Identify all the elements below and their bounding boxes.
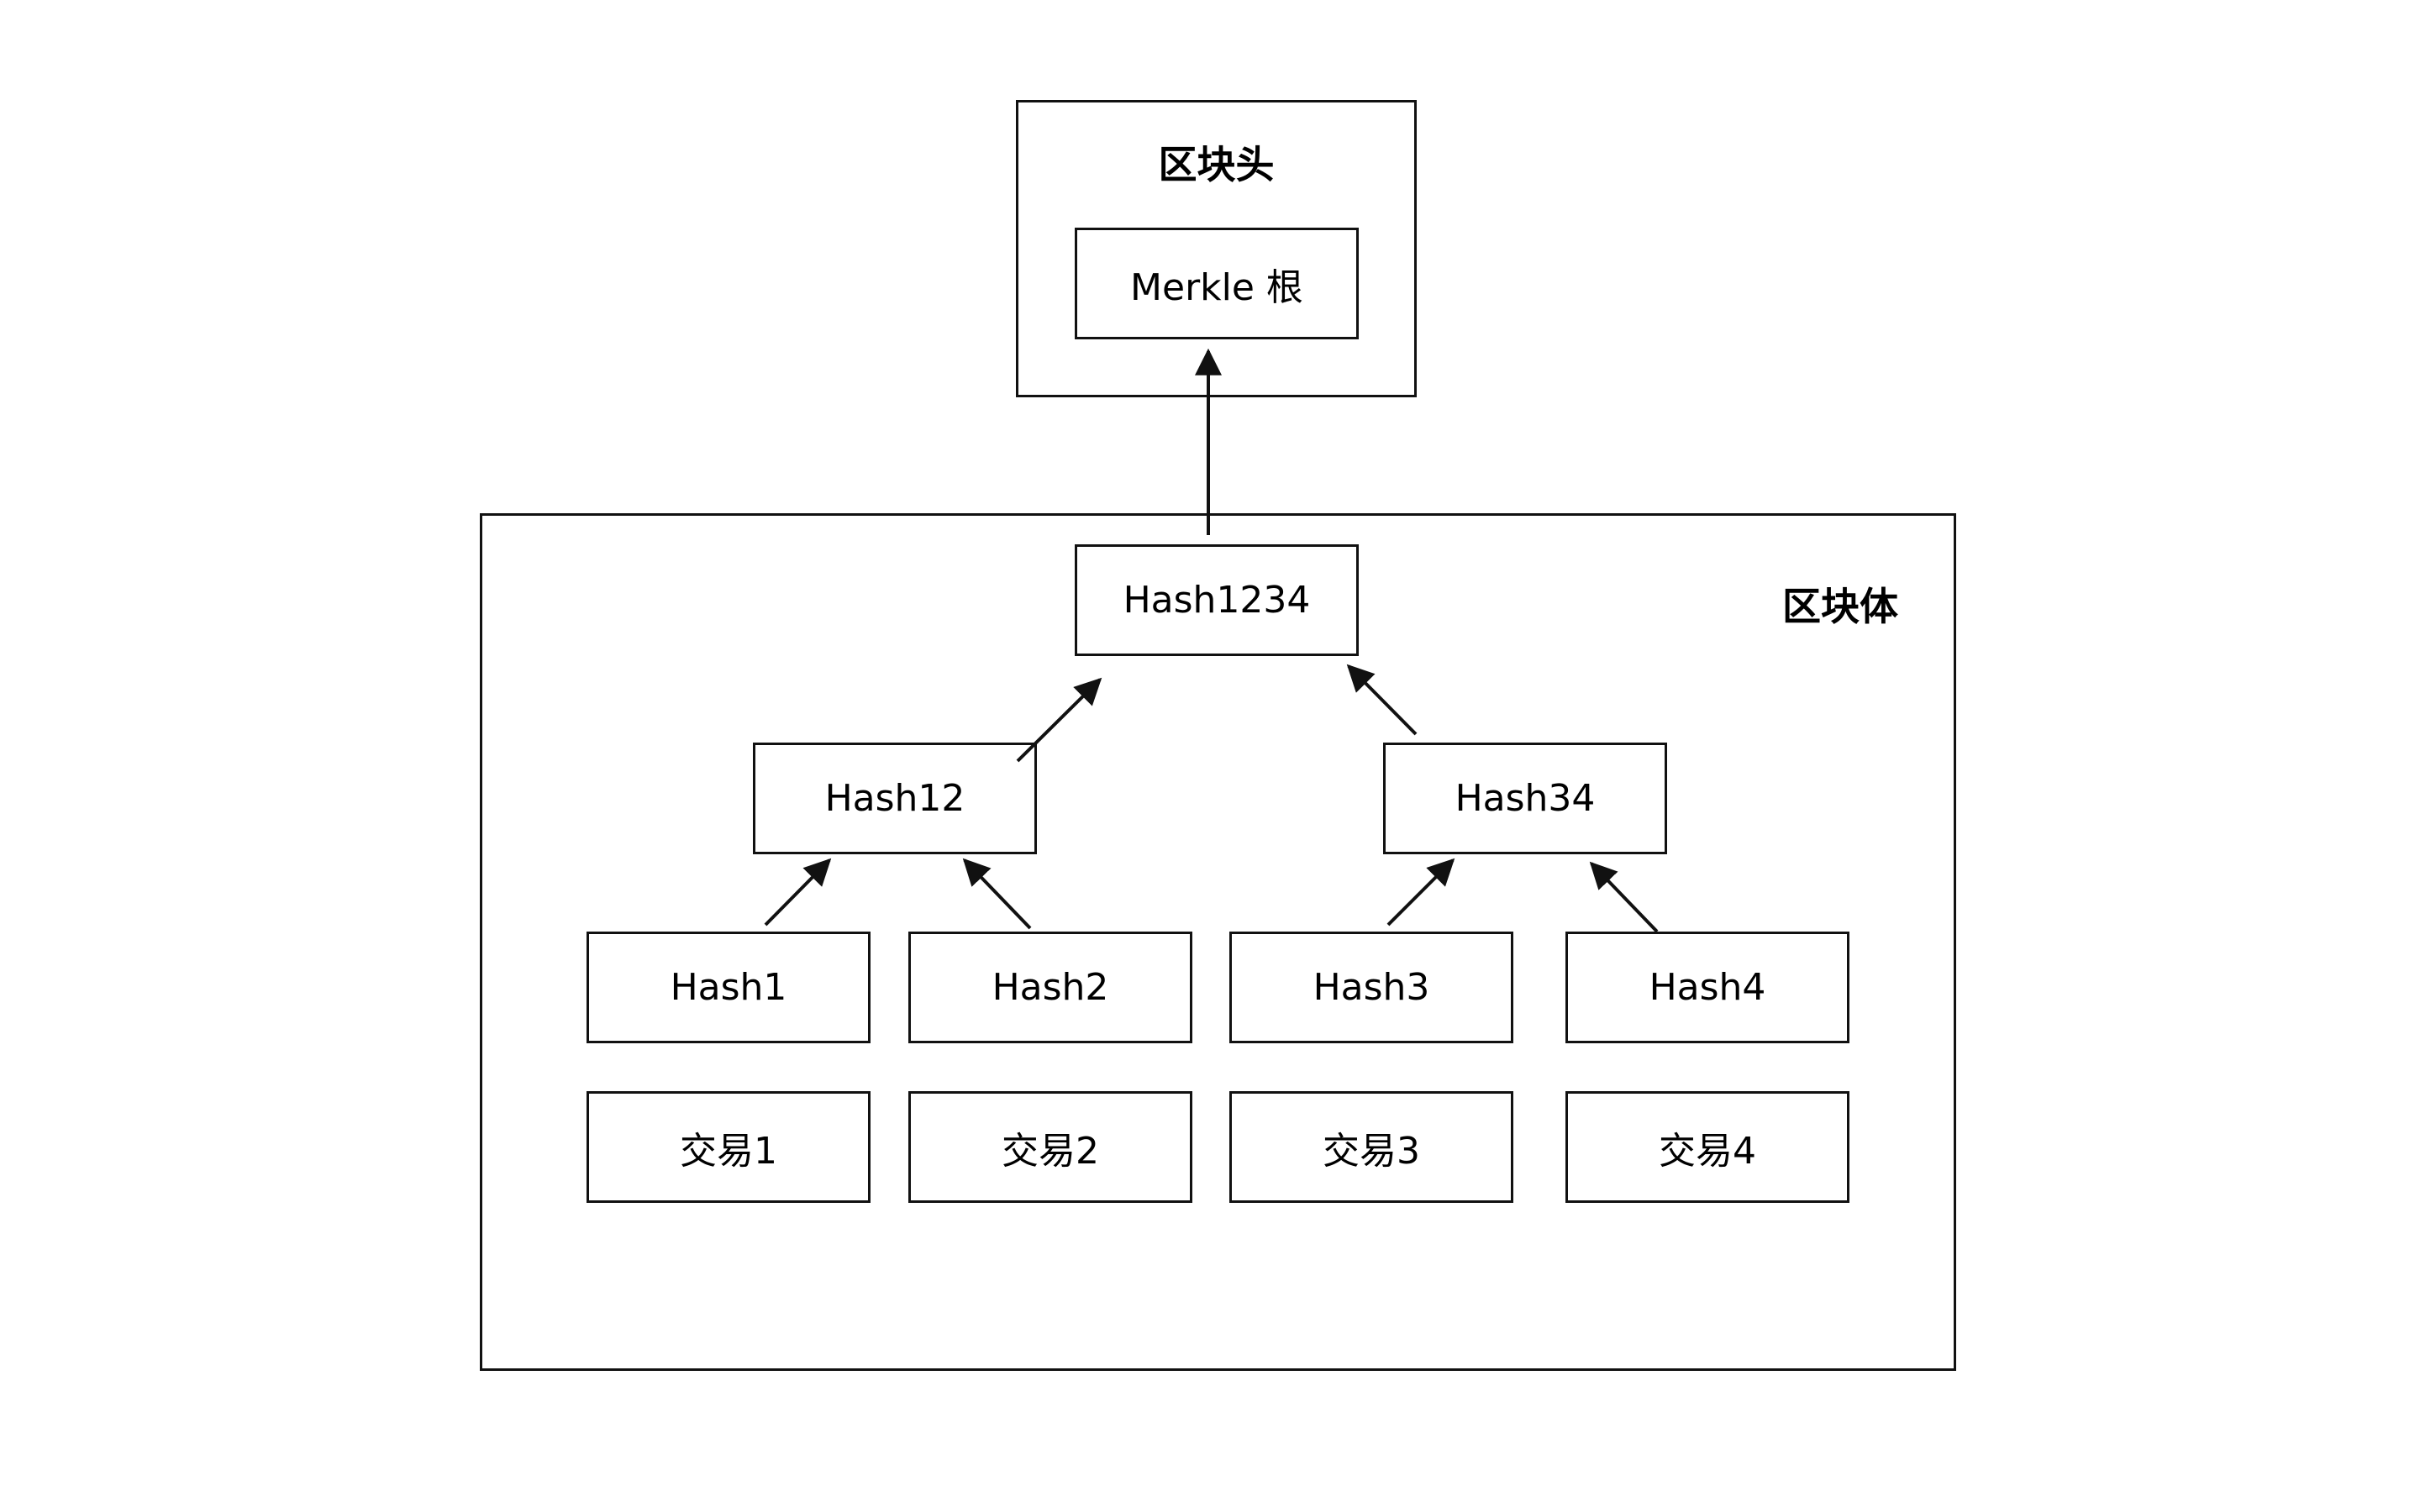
transaction2-box: 交易2 xyxy=(908,1091,1192,1203)
hash4-box: Hash4 xyxy=(1565,932,1849,1043)
block-body-title: 区块体 xyxy=(1782,584,1898,629)
hash3-box: Hash3 xyxy=(1229,932,1513,1043)
transaction3-box: 交易3 xyxy=(1229,1091,1513,1203)
root-hash-box: Hash1234 xyxy=(1075,544,1359,656)
hash12-box: Hash12 xyxy=(753,743,1037,854)
hash2-box: Hash2 xyxy=(908,932,1192,1043)
block-header-title: 区块头 xyxy=(1158,142,1275,187)
hash1-box: Hash1 xyxy=(587,932,871,1043)
transaction1-box: 交易1 xyxy=(587,1091,871,1203)
transaction4-box: 交易4 xyxy=(1565,1091,1849,1203)
block-header-frame xyxy=(1016,100,1417,397)
merkle-root-box: Merkle 根 xyxy=(1075,228,1359,339)
block-body-frame xyxy=(480,513,1956,1371)
hash34-box: Hash34 xyxy=(1383,743,1667,854)
